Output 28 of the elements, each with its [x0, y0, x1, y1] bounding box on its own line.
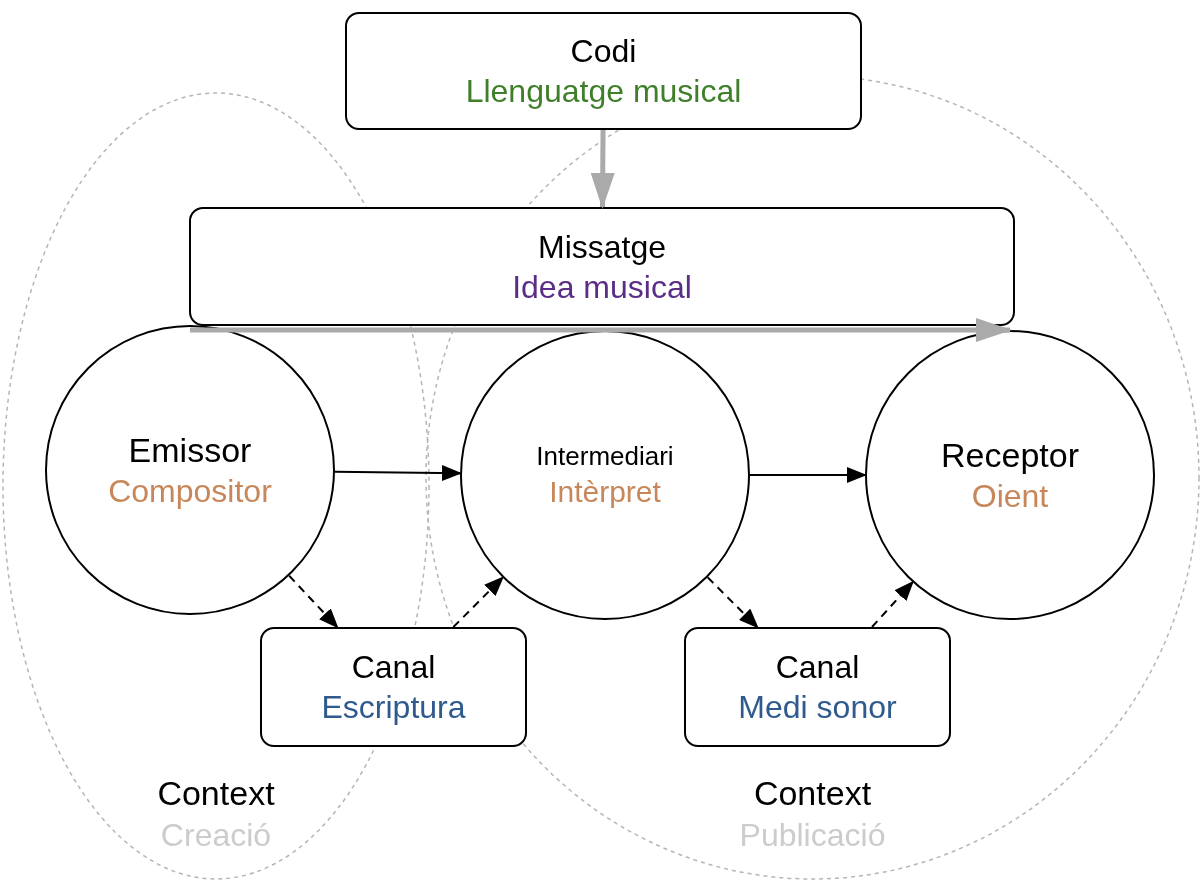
node-title: Context [157, 773, 275, 814]
node-subtitle: Oient [971, 477, 1049, 517]
node-title: Missatge [537, 227, 666, 267]
node-subtitle: Llenguatge musical [465, 72, 742, 111]
rounded-box [260, 627, 527, 747]
node-subtitle: Idea musical [512, 267, 692, 307]
rounded-box [345, 12, 862, 130]
arrow [706, 576, 759, 629]
node-title: Emissor [128, 429, 252, 471]
node-title: Canal [351, 648, 436, 687]
node-subtitle: Escriptura [321, 688, 466, 727]
rounded-box [684, 627, 951, 747]
arrow [590, 129, 615, 209]
arrow [871, 580, 914, 628]
node-title: Context [753, 773, 872, 814]
arrow [334, 465, 462, 482]
arrow [288, 574, 339, 629]
arrow [190, 318, 1012, 342]
arrow [452, 576, 504, 628]
node-title: Intermediari [536, 440, 674, 473]
node-subtitle: Intèrpret [549, 473, 661, 510]
node-subtitle: Medi sonor [738, 688, 897, 727]
node-subtitle: Compositor [108, 472, 272, 512]
node-title: Codi [570, 32, 637, 71]
node-title: Canal [775, 648, 860, 687]
node-title: Receptor [941, 434, 1079, 476]
rounded-box [189, 207, 1015, 326]
arrow [749, 467, 867, 483]
